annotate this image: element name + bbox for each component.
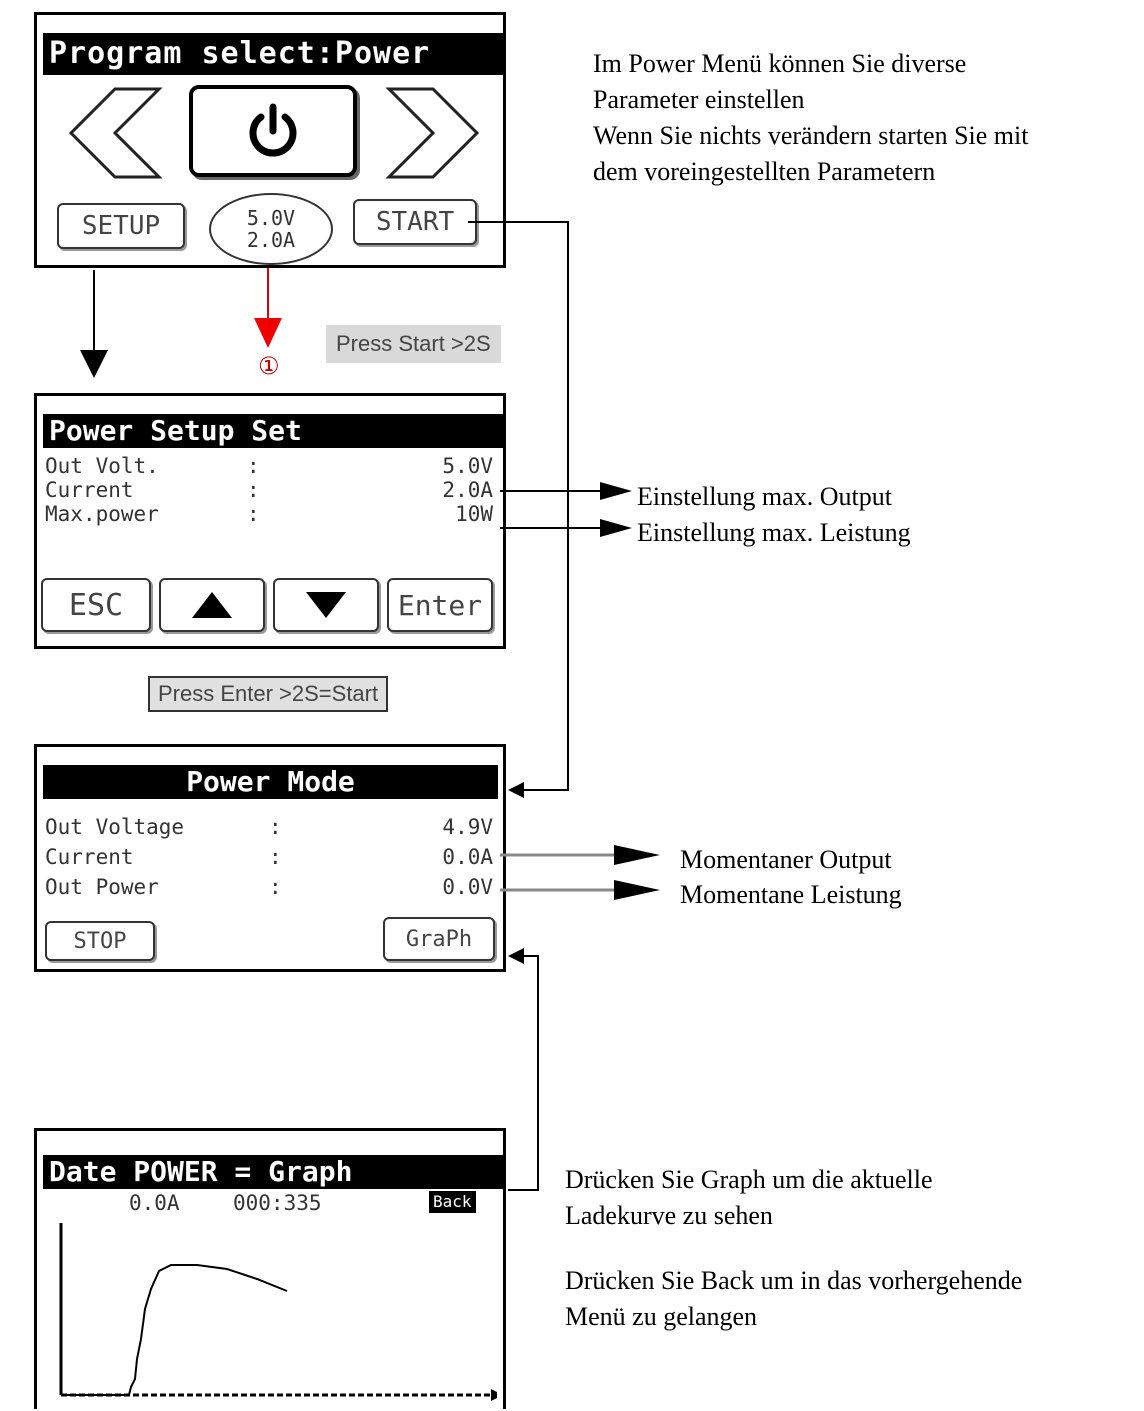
power-icon — [249, 103, 297, 157]
mode-row-label-2: Out Power — [45, 875, 159, 899]
down-button[interactable] — [273, 578, 379, 632]
mode-row-sep-0: : — [269, 815, 282, 839]
oval-amp-value: 2.0A — [246, 228, 296, 252]
output-values-oval: 5.0V 2.0A — [209, 193, 333, 265]
setup-row-value-1: 2.0A — [442, 478, 493, 502]
setup-row-value-2: 10W — [455, 502, 493, 526]
setup-row-label-0: Out Volt. — [45, 454, 159, 478]
mode-row-sep-1: : — [269, 845, 282, 869]
power-graph-title: Date POWER = Graph — [43, 1155, 504, 1189]
chevron-left-icon[interactable] — [55, 85, 165, 181]
power-setup-screen: Power Setup Set Out Volt. : 5.0V Current… — [34, 393, 506, 649]
oval-volt-value: 5.0V — [246, 206, 296, 230]
program-select-screen: Program select:Power SETUP 5.0V 2.0A STA… — [34, 12, 506, 268]
setup-row-sep-2: : — [247, 502, 260, 526]
chevron-right-icon[interactable] — [383, 85, 493, 181]
stop-button[interactable]: STOP — [45, 921, 155, 961]
graph-button[interactable]: GraPh — [383, 917, 495, 961]
note-mode-current: Momentaner Output — [680, 845, 892, 874]
note-intro-4: dem voreingestellten Parametern — [593, 157, 936, 186]
power-mode-title: Power Mode — [43, 765, 498, 799]
graph-current-readout: 0.0A — [129, 1191, 180, 1215]
start-button[interactable]: START — [353, 199, 477, 245]
power-mode-button[interactable] — [189, 85, 357, 177]
setup-button[interactable]: SETUP — [57, 203, 185, 249]
note-setup-power: Einstellung max. Leistung — [637, 518, 911, 547]
setup-row-label-2: Max.power — [45, 502, 159, 526]
program-select-title: Program select:Power — [43, 33, 504, 75]
setup-row-label-1: Current — [45, 478, 134, 502]
power-mode-screen: Power Mode Out Voltage : 4.9V Current : … — [34, 744, 506, 972]
step-marker: ① — [258, 352, 280, 380]
note-back-hint-1: Drücken Sie Back um in das vorhergehende — [565, 1266, 1023, 1295]
graph-time-readout: 000:335 — [233, 1191, 322, 1215]
mode-row-value-2: 0.0V — [442, 875, 493, 899]
mode-row-label-0: Out Voltage — [45, 815, 185, 839]
note-intro-2: Parameter einstellen — [593, 85, 805, 114]
note-intro-3: Wenn Sie nichts verändern starten Sie mi… — [593, 121, 1029, 150]
mode-row-sep-2: : — [269, 875, 282, 899]
mode-row-value-1: 0.0A — [442, 845, 493, 869]
note-graph-hint-1: Drücken Sie Graph um die aktuelle — [565, 1165, 933, 1194]
power-graph-screen: Date POWER = Graph 0.0A 000:335 Back — [34, 1128, 506, 1409]
mode-row-value-0: 4.9V — [442, 815, 493, 839]
setup-row-sep-0: : — [247, 454, 260, 478]
note-intro-1: Im Power Menü können Sie diverse — [593, 49, 967, 78]
triangle-down-icon — [306, 592, 346, 618]
note-graph-hint-2: Ladekurve zu sehen — [565, 1201, 773, 1230]
note-mode-power: Momentane Leistung — [680, 880, 902, 909]
mode-row-label-1: Current — [45, 845, 134, 869]
note-setup-current: Einstellung max. Output — [637, 482, 892, 511]
power-setup-title: Power Setup Set — [43, 414, 504, 448]
up-button[interactable] — [159, 578, 265, 632]
press-enter-hint: Press Enter >2S=Start — [148, 676, 389, 712]
triangle-up-icon — [192, 592, 232, 618]
charge-curve-graph — [59, 1223, 497, 1401]
enter-button[interactable]: Enter — [387, 578, 493, 632]
setup-row-value-0: 5.0V — [442, 454, 493, 478]
setup-row-sep-1: : — [247, 478, 260, 502]
note-back-hint-2: Menü zu gelangen — [565, 1302, 758, 1331]
back-button[interactable]: Back — [429, 1191, 476, 1213]
press-start-hint: Press Start >2S — [326, 325, 501, 363]
esc-button[interactable]: ESC — [41, 578, 151, 632]
